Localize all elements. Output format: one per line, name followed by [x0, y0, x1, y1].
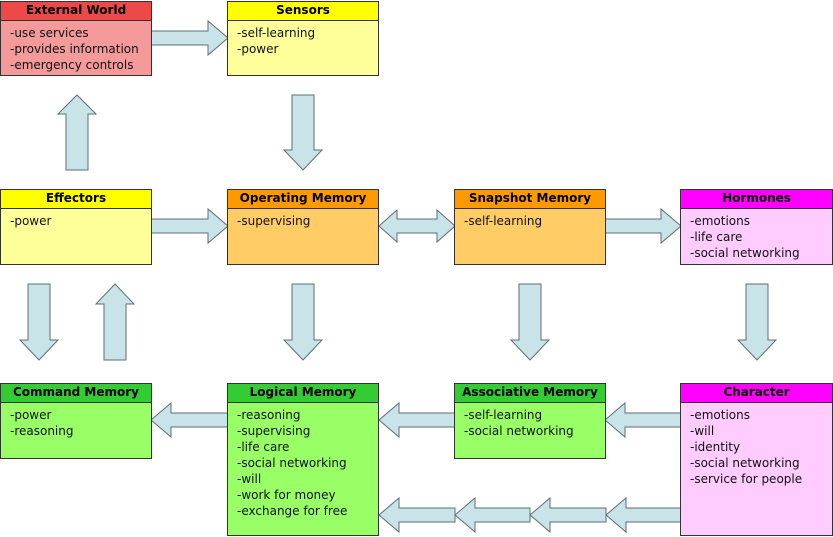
- box-item: -social networking: [237, 456, 347, 470]
- arrow-associative-to-logical: [378, 401, 456, 439]
- box-item: -life care: [237, 440, 290, 454]
- arrow-chain-2: [529, 496, 607, 534]
- box-title: Command Memory: [1, 384, 151, 403]
- arrow-operating-to-logical: [282, 283, 324, 361]
- arrow-chain-4: [378, 496, 456, 534]
- box-item: -emotions: [690, 214, 750, 228]
- box-item: -use services: [10, 26, 89, 40]
- box-items: -self-learning: [455, 209, 605, 229]
- box-title: Character: [681, 384, 832, 403]
- box-item: -will: [690, 424, 715, 438]
- box-item: -life care: [690, 230, 743, 244]
- command-memory-box: Command Memory -power -reasoning: [0, 383, 152, 459]
- box-item: -emotions: [690, 408, 750, 422]
- box-item: -exchange for free: [237, 504, 348, 518]
- box-item: -self-learning: [237, 26, 316, 40]
- box-items: -emotions -life care -social networking: [681, 209, 832, 261]
- box-item: -service for people: [690, 472, 803, 486]
- box-item: -self-learning: [464, 408, 543, 422]
- box-title: Hormones: [681, 190, 832, 209]
- arrow-chain-1: [605, 496, 682, 534]
- operating-memory-box: Operating Memory -supervising: [227, 189, 379, 265]
- box-title: Effectors: [1, 190, 151, 209]
- external-world-box: External World -use services -provides in…: [0, 1, 152, 76]
- box-items: -supervising: [228, 209, 378, 229]
- arrow-hormones-to-character: [736, 283, 778, 361]
- hormones-box: Hormones -emotions -life care -social netw…: [680, 189, 833, 265]
- box-items: -power -reasoning: [1, 403, 151, 439]
- box-items: -reasoning -supervising -life care -social …: [228, 403, 378, 519]
- arrow-operating-snapshot: [378, 208, 456, 244]
- arrow-effectors-to-external: [56, 94, 98, 171]
- box-item: -supervising: [237, 214, 311, 228]
- arrow-character-to-associative: [604, 401, 682, 439]
- box-item: -reasoning: [237, 408, 301, 422]
- box-item: -power: [10, 408, 52, 422]
- box-title: Associative Memory: [455, 384, 605, 403]
- box-title: Logical Memory: [228, 384, 378, 403]
- box-item: -social networking: [464, 424, 574, 438]
- box-items: -self-learning -social networking: [455, 403, 605, 439]
- box-item: -provides information: [10, 42, 139, 56]
- box-item: -power: [10, 214, 52, 228]
- box-items: -self-learning -power: [228, 21, 378, 57]
- box-title: Snapshot Memory: [455, 190, 605, 209]
- arrow-effectors-to-command: [18, 283, 60, 361]
- arrow-logical-to-command: [150, 401, 229, 439]
- box-item: -work for money: [237, 488, 336, 502]
- associative-memory-box: Associative Memory -self-learning -social…: [454, 383, 606, 459]
- box-items: -power: [1, 209, 151, 229]
- box-item: -emergency controls: [10, 58, 134, 72]
- box-item: -supervising: [237, 424, 311, 438]
- box-title: External World: [1, 2, 151, 21]
- box-item: -social networking: [690, 246, 800, 260]
- arrow-snapshot-to-hormones: [604, 207, 682, 245]
- arrow-sensors-to-operating: [282, 94, 324, 171]
- box-item: -reasoning: [10, 424, 74, 438]
- box-items: -emotions -will -identity -social networkin…: [681, 403, 832, 487]
- arrow-snapshot-to-associative: [509, 283, 551, 361]
- effectors-box: Effectors -power: [0, 189, 152, 265]
- character-box: Character -emotions -will -identity -social…: [680, 383, 833, 536]
- box-title: Sensors: [228, 2, 378, 21]
- box-title: Operating Memory: [228, 190, 378, 209]
- box-item: -self-learning: [464, 214, 543, 228]
- box-item: -will: [237, 472, 262, 486]
- arrow-external-to-sensors: [150, 19, 229, 57]
- box-items: -use services -provides information -emerg…: [1, 21, 151, 73]
- arrow-chain-3: [454, 496, 531, 534]
- logical-memory-box: Logical Memory -reasoning -supervising -li…: [227, 383, 379, 536]
- box-item: -social networking: [690, 456, 800, 470]
- arrow-command-to-effectors: [94, 283, 136, 361]
- snapshot-memory-box: Snapshot Memory -self-learning: [454, 189, 606, 265]
- sensors-box: Sensors -self-learning -power: [227, 1, 379, 76]
- box-item: -power: [237, 42, 279, 56]
- arrow-effectors-to-operating: [150, 207, 229, 245]
- box-item: -identity: [690, 440, 741, 454]
